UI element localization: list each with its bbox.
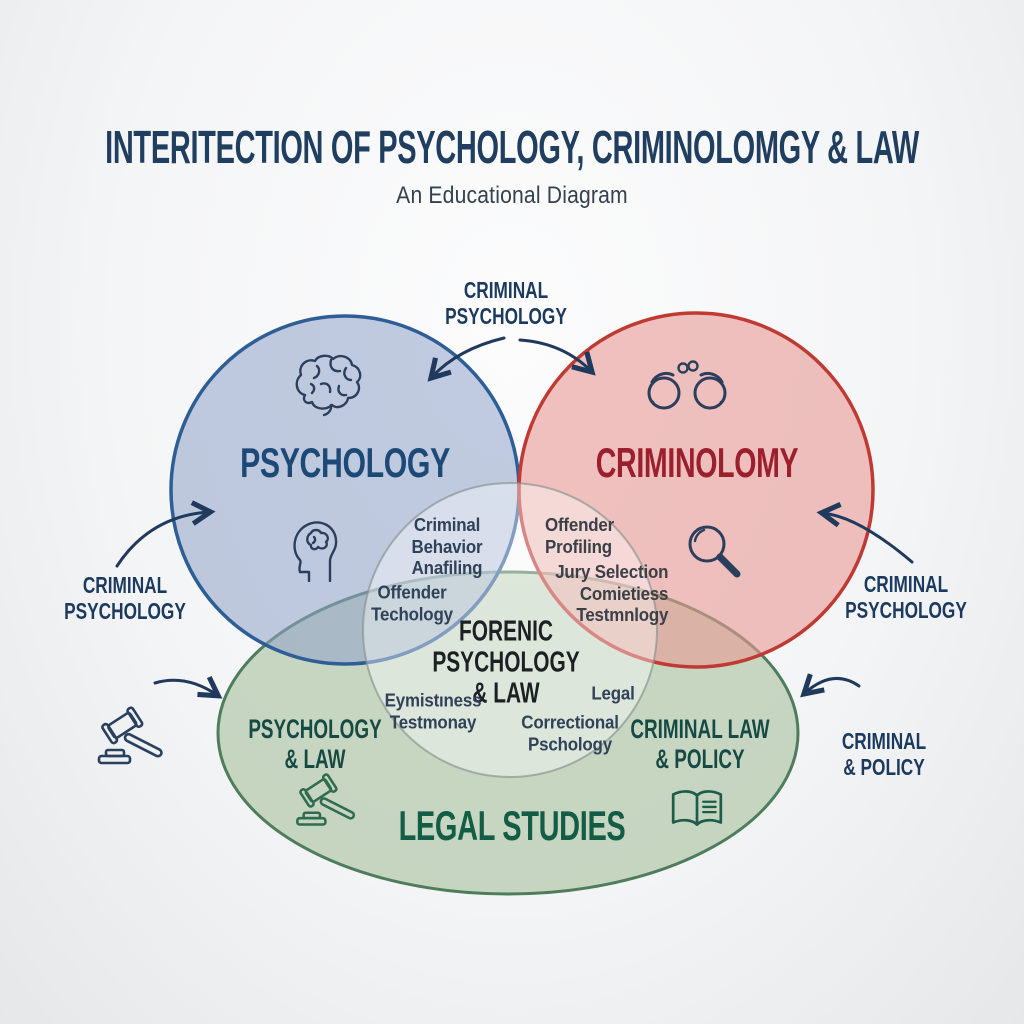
arrow-group <box>115 336 914 699</box>
arrow-top-right <box>518 338 596 376</box>
callout-left-line1: CRIMINAL <box>82 572 168 598</box>
diagram-title: INTERITECTION OF PSYCHOLOGY, CRIMINOLOMG… <box>105 121 919 173</box>
jury-selection-line1: Jury Selection <box>554 562 668 582</box>
eyewitness-line2: Testmonay <box>389 712 477 732</box>
correctional-line1: Correctional <box>521 712 619 733</box>
arrow-bottom-left <box>153 675 223 699</box>
handcuffs-icon <box>647 360 727 410</box>
callout-bottom-right: CRIMINAL & POLICY <box>842 728 926 780</box>
criminal-behavior-label: Criminal Behavior Anafiling <box>412 515 483 580</box>
criminal-behavior-line3: Anafiling <box>411 557 483 578</box>
offender-profiling-line1: Offender <box>545 515 615 535</box>
psychology-label: PSYCHOLOGY <box>240 439 450 486</box>
eyewitness-line1: Eymistıness <box>384 690 482 711</box>
forensic-psychology-law-label: FORENIC PSYCHOLOGY & LAW <box>432 615 580 710</box>
forensic-line3: & LAW <box>472 677 540 710</box>
callout-right-line1: CRIMINAL <box>863 571 949 597</box>
psychology-law-line2: & LAW <box>284 744 346 774</box>
magnifying-glass-icon <box>688 525 741 578</box>
offender-techology-label: Offender Techology <box>371 583 453 626</box>
offender-techology-line2: Techology <box>371 604 453 624</box>
callout-left: CRIMINAL PSYCHOLOGY <box>64 572 186 624</box>
forensic-line2: PSYCHOLOGY <box>432 646 580 679</box>
correctional-label: Correctional Pschology <box>521 712 619 756</box>
criminal-law-policy-line2: & POLICY <box>655 744 745 774</box>
center-circle <box>362 482 658 778</box>
jury-selection-line2: Comietiess <box>579 583 669 604</box>
open-book-icon <box>671 790 723 826</box>
callout-bottom-right-line1: CRIMINAL <box>841 728 927 754</box>
forensic-line1: FORENIC <box>459 615 553 648</box>
psychology-law-label: PSYCHOLOGY & LAW <box>248 714 381 774</box>
criminal-law-policy-line1: CRIMINAL LAW <box>630 714 770 744</box>
callout-top-line1: CRIMINAL <box>463 277 549 303</box>
offender-techology-line1: Offender <box>377 582 447 603</box>
psychology-law-line1: PSYCHOLOGY <box>248 714 382 744</box>
arrow-top-left <box>427 336 506 382</box>
diagram-subtitle: An Educational Diagram <box>396 182 628 209</box>
callout-right: CRIMINAL PSYCHOLOGY <box>845 571 967 623</box>
offender-profiling-line2: Profiling <box>545 537 612 557</box>
legal-studies-label: LEGAL STUDIES <box>398 802 626 849</box>
callout-bottom-right-line2: & POLICY <box>843 754 925 780</box>
callout-top-line2: PSYCHOLOGY <box>445 303 567 329</box>
head-profile-icon <box>293 521 338 582</box>
criminal-behavior-line2: Behavior <box>411 536 483 557</box>
offender-profiling-label: Offender Profiling <box>545 514 614 558</box>
criminology-label: CRIMINOLOMY <box>595 439 799 486</box>
legal-word-label: Legal <box>591 683 635 704</box>
callout-top: CRIMINAL PSYCHOLOGY <box>445 277 567 329</box>
callout-right-line2: PSYCHOLOGY <box>845 597 967 623</box>
jury-selection-line3: Testmnlogy <box>576 605 668 625</box>
arrow-left <box>115 500 216 568</box>
eyewitness-label: Eymistıness Testmonay <box>385 691 482 734</box>
brain-icon <box>295 354 362 417</box>
correctional-line2: Pschology <box>528 734 612 754</box>
criminal-behavior-line1: Criminal <box>413 514 481 535</box>
gavel-icon <box>97 706 163 765</box>
callout-left-line2: PSYCHOLOGY <box>64 598 186 624</box>
arrow-bottom-right <box>800 673 861 698</box>
gavel-icon <box>296 773 356 826</box>
jury-selection-label: Jury Selection Comietiess Testmnlogy <box>555 562 668 627</box>
criminal-law-policy-label: CRIMINAL LAW & POLICY <box>630 714 769 774</box>
arrow-right <box>816 502 914 564</box>
criminology-circle <box>517 311 875 669</box>
